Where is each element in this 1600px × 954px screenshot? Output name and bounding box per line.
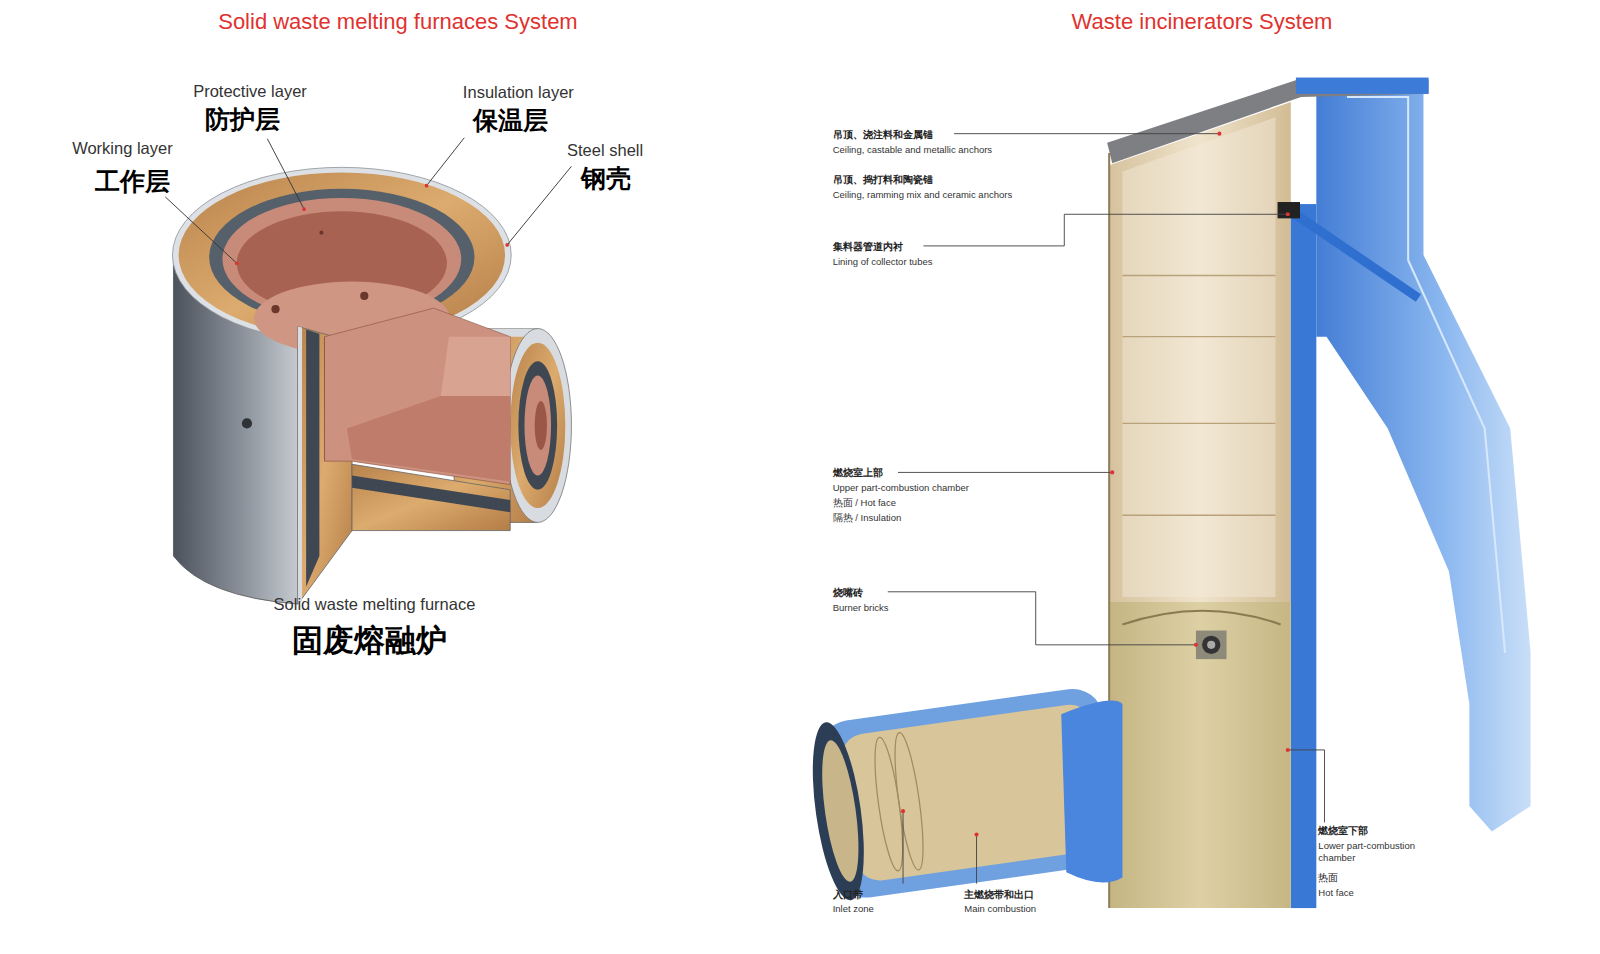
part-label: 燃烧室上部 — [833, 466, 883, 479]
incinerator-part — [1196, 631, 1227, 660]
melting-furnace-part — [306, 330, 319, 587]
layer-label: Working layer — [72, 138, 173, 159]
melting-furnace-part — [298, 327, 302, 605]
incinerator-part-part — [1122, 515, 1275, 516]
part-label: Burner bricks — [833, 602, 889, 614]
part-label: Lining of collector tubes — [833, 256, 933, 268]
leader-dots-part — [974, 833, 978, 837]
leader-lines-part — [923, 214, 1287, 246]
layer-label: 防护层 — [205, 104, 280, 137]
leader-lines-part — [976, 835, 977, 884]
incinerator-part — [1122, 611, 1280, 625]
part-label: 烧嘴砖 — [833, 585, 863, 598]
part-label: 集料器管道内衬 — [833, 239, 903, 252]
leader-lines-part — [903, 811, 904, 883]
incinerator-part — [1109, 102, 1291, 602]
melting-furnace-part — [360, 292, 368, 300]
part-label: Inlet zone — [833, 903, 874, 915]
incinerator-part-part — [889, 731, 929, 871]
incinerator-part — [1316, 80, 1530, 832]
leader-lines-part — [888, 592, 1196, 645]
part-label: 吊顶、捣打料和陶瓷锚 — [833, 172, 933, 185]
melting-furnace-part — [271, 305, 279, 313]
leader-dots-part — [505, 243, 509, 247]
leader-dots-part — [1110, 470, 1114, 474]
layer-label: Protective layer — [193, 81, 307, 102]
incinerator-part-part — [804, 719, 873, 903]
part-label: 隔热 / Insulation — [833, 512, 902, 524]
incinerator-part — [1278, 202, 1300, 218]
melting-furnace-part — [441, 337, 510, 396]
part-label: Main combustion — [964, 903, 1036, 915]
leader-dots-part — [901, 809, 905, 813]
leader-dots-part — [235, 261, 239, 265]
incinerator-part — [1296, 78, 1429, 94]
part-label: 吊顶、浇注料和金属锚 — [833, 127, 933, 140]
leader-lines-part — [427, 138, 465, 186]
melting-furnace-part — [319, 231, 323, 235]
part-label: Ceiling, ramming mix and ceramic anchors — [833, 189, 1013, 201]
melting-furnace-part — [518, 361, 557, 490]
leader-lines-part — [1288, 750, 1325, 822]
melting-furnace-part — [524, 375, 551, 475]
leader-lines — [888, 134, 1325, 884]
incinerator-part — [804, 684, 1124, 903]
part-label: 燃烧室下部 — [1318, 823, 1368, 836]
incinerator-part — [1207, 641, 1215, 649]
incinerator-part — [1288, 209, 1419, 298]
incinerator-part-part — [1122, 336, 1275, 337]
part-label: Upper part-combustion chamber — [833, 482, 969, 494]
melting-furnace-part — [504, 329, 571, 523]
leader-dots-part — [1194, 643, 1198, 647]
layer-label: 钢壳 — [581, 162, 631, 195]
part-label: 主燃烧带和出口 — [964, 887, 1034, 900]
figure-caption: Solid waste melting furnace — [274, 594, 476, 615]
incinerator-part-part — [1122, 423, 1275, 424]
leader-lines-part — [165, 197, 236, 263]
part-label: 热面 — [1318, 871, 1338, 884]
leader-dots-part — [1217, 132, 1221, 136]
leader-dots-part — [1286, 748, 1290, 752]
panel-title: Waste incinerators System — [1072, 8, 1333, 37]
figure-caption: 固废熔融炉 — [292, 621, 447, 661]
melting-furnace — [172, 167, 571, 604]
layer-label: Insulation layer — [463, 82, 574, 103]
part-label: 热面 / Hot face — [833, 497, 896, 509]
incinerator-part — [1061, 701, 1122, 883]
layer-label: Steel shell — [567, 140, 643, 161]
part-label: Ceiling, castable and metallic anchors — [833, 144, 992, 156]
incinerator-part — [1109, 602, 1291, 908]
incinerator-part-part — [1122, 275, 1275, 276]
incinerator-part — [1202, 636, 1220, 654]
leader-lines-part — [267, 139, 304, 209]
panel-title: Solid waste melting furnaces System — [218, 8, 578, 37]
melting-furnace-part — [242, 418, 252, 428]
melting-furnace-part — [347, 396, 510, 482]
part-label: 入口带 — [833, 887, 863, 900]
incinerator-part — [1347, 97, 1505, 653]
part-label: Lower part-combustion chamber — [1318, 840, 1425, 865]
melting-furnace-part — [510, 343, 565, 508]
leader-dots-part — [425, 184, 429, 188]
leader-dots-part — [1286, 212, 1290, 216]
leader-lines-part — [507, 166, 571, 245]
melting-furnace-part — [324, 337, 325, 461]
leader-dots — [235, 184, 509, 265]
leader-lines-part — [954, 133, 1219, 134]
incinerator-part — [1291, 204, 1317, 908]
leader-dots-part — [302, 207, 306, 211]
melting-furnace-part — [535, 401, 547, 450]
layer-label: 工作层 — [95, 165, 170, 198]
incinerator — [804, 78, 1531, 909]
incinerator-part — [1122, 275, 1275, 515]
layer-label: 保温层 — [473, 105, 548, 138]
incinerator-part — [1122, 117, 1275, 597]
leader-lines-part — [898, 472, 1112, 473]
melting-furnace-part — [324, 308, 510, 485]
incinerator-part-part — [869, 736, 908, 872]
part-label: Hot face — [1318, 887, 1353, 899]
incinerator-part-part — [815, 738, 865, 884]
leader-lines — [165, 138, 571, 263]
